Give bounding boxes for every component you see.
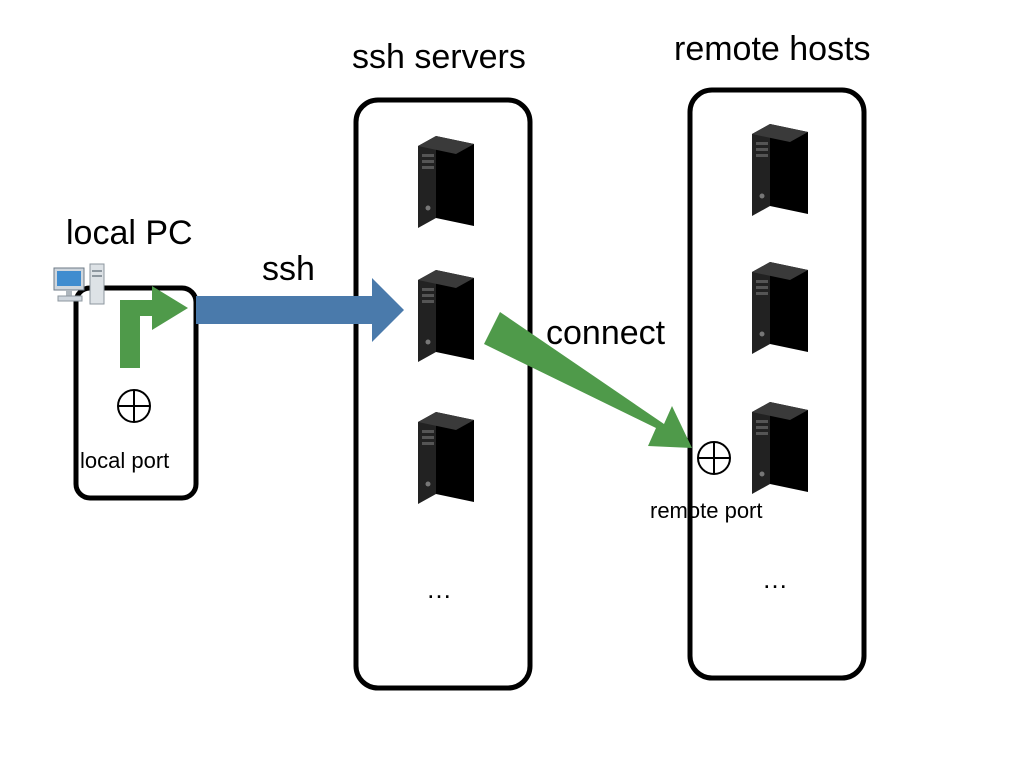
server-tower-icon bbox=[752, 402, 808, 494]
connect-arrow-label: connect bbox=[546, 314, 666, 352]
local-port-label: local port bbox=[80, 448, 170, 473]
remote-hosts-title: remote hosts bbox=[674, 30, 871, 68]
server-tower-icon bbox=[418, 136, 474, 228]
ssh-servers-ellipsis: … bbox=[426, 574, 452, 604]
remote-hosts-box bbox=[687, 87, 867, 681]
local-pc-title: local PC bbox=[66, 214, 193, 252]
ssh-arrow bbox=[196, 278, 404, 342]
remote-port-label: remote port bbox=[650, 498, 763, 523]
ssh-servers-title: ssh servers bbox=[352, 38, 526, 76]
remote-port-icon bbox=[697, 441, 731, 475]
server-tower-icon bbox=[752, 124, 808, 216]
local-pc-box bbox=[73, 285, 199, 501]
ssh-servers-box bbox=[353, 97, 533, 691]
local-forward-arrow bbox=[120, 286, 188, 368]
server-tower-icon bbox=[418, 412, 474, 504]
local-port-icon bbox=[117, 389, 151, 423]
desktop-computer-icon bbox=[53, 263, 105, 305]
ssh-arrow-label: ssh bbox=[262, 250, 315, 288]
connect-arrow bbox=[484, 312, 692, 448]
server-tower-icon bbox=[418, 270, 474, 362]
server-tower-icon bbox=[752, 262, 808, 354]
remote-hosts-ellipsis: … bbox=[762, 564, 788, 594]
